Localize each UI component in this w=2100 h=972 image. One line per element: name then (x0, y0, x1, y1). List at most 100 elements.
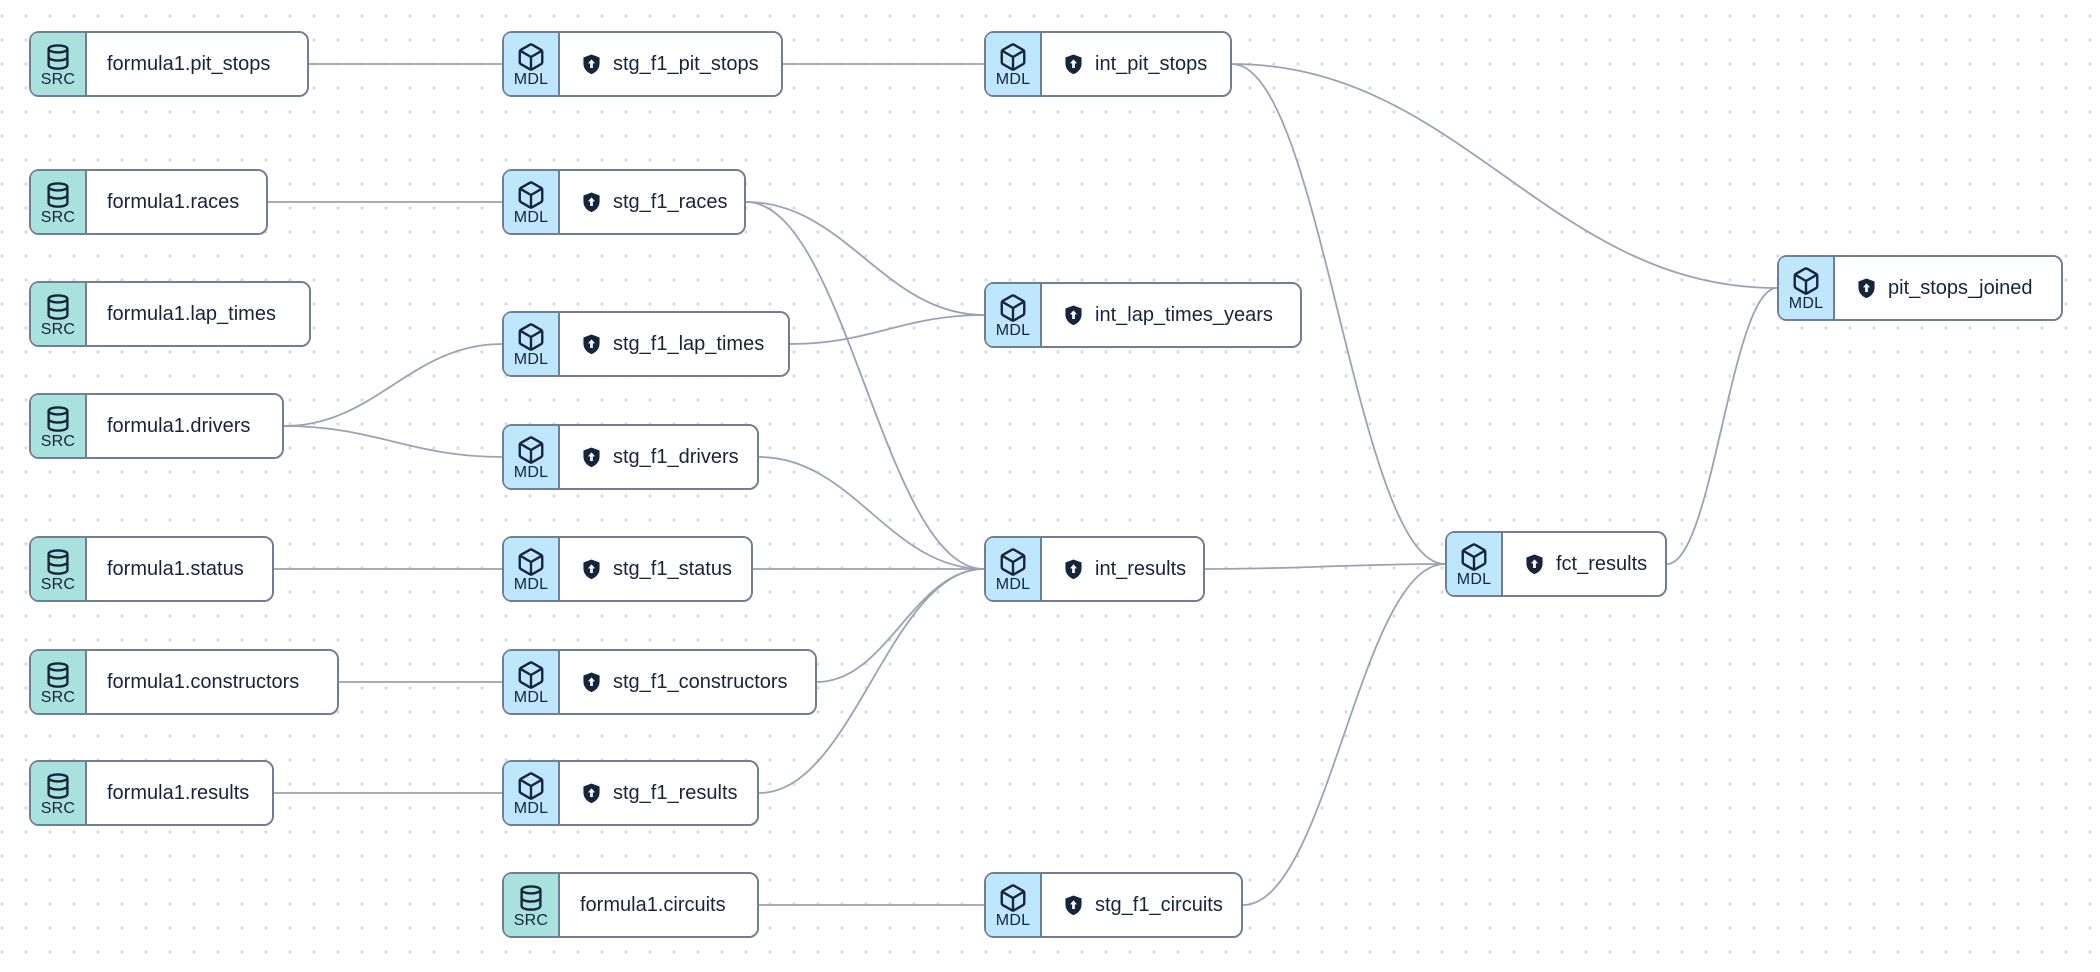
badge-label: MDL (513, 350, 549, 368)
node-label-area: formula1.pit_stops (87, 33, 307, 95)
badge-label: MDL (513, 70, 549, 88)
node-formula1.constructors[interactable]: SRC formula1.constructors (29, 649, 339, 715)
edge-stg_f1_races-to-int_lap_times_years (745, 201, 985, 316)
node-label-area: formula1.circuits (560, 874, 757, 936)
shield-icon (580, 333, 603, 356)
node-type-badge: MDL (504, 33, 560, 95)
node-label: int_results (1095, 557, 1187, 580)
node-formula1.pit_stops[interactable]: SRC formula1.pit_stops (29, 31, 309, 97)
node-label: formula1.constructors (107, 670, 300, 693)
badge-label: MDL (995, 70, 1031, 88)
node-label-area: formula1.drivers (87, 395, 282, 457)
node-stg_f1_lap_times[interactable]: MDL stg_f1_lap_times (502, 311, 790, 377)
cube-icon (516, 435, 546, 465)
badge-label: MDL (995, 575, 1031, 593)
node-pit_stops_joined[interactable]: MDL pit_stops_joined (1777, 255, 2063, 321)
node-formula1.results[interactable]: SRC formula1.results (29, 760, 274, 826)
node-type-badge: MDL (504, 762, 560, 824)
cube-icon (998, 547, 1028, 577)
shield-icon (1062, 53, 1085, 76)
node-label-area: formula1.results (87, 762, 272, 824)
node-type-badge: SRC (31, 283, 87, 345)
node-label: formula1.results (107, 781, 250, 804)
badge-label: SRC (40, 432, 76, 450)
badge-label: MDL (1788, 294, 1824, 312)
badge-label: SRC (40, 70, 76, 88)
node-label-area: stg_f1_drivers (560, 426, 757, 488)
node-int_pit_stops[interactable]: MDL int_pit_stops (984, 31, 1232, 97)
edge-formula1.drivers-to-stg_f1_drivers (283, 425, 503, 458)
node-type-badge: MDL (986, 33, 1042, 95)
cube-icon (1459, 542, 1489, 572)
cube-icon (516, 547, 546, 577)
node-type-badge: MDL (986, 284, 1042, 346)
node-type-badge: SRC (31, 171, 87, 233)
badge-label: MDL (1456, 570, 1492, 588)
badge-label: SRC (40, 208, 76, 226)
database-icon (43, 292, 73, 322)
node-label-area: int_lap_times_years (1042, 284, 1300, 346)
node-formula1.drivers[interactable]: SRC formula1.drivers (29, 393, 284, 459)
shield-icon (1062, 558, 1085, 581)
node-label-area: stg_f1_lap_times (560, 313, 788, 375)
node-type-badge: MDL (504, 538, 560, 600)
database-icon (43, 660, 73, 690)
database-icon (43, 42, 73, 72)
node-type-badge: MDL (1779, 257, 1835, 319)
node-label: int_pit_stops (1095, 52, 1208, 75)
node-formula1.races[interactable]: SRC formula1.races (29, 169, 268, 235)
node-stg_f1_circuits[interactable]: MDL stg_f1_circuits (984, 872, 1243, 938)
node-stg_f1_constructors[interactable]: MDL stg_f1_constructors (502, 649, 817, 715)
node-label-area: stg_f1_status (560, 538, 751, 600)
node-label: formula1.status (107, 557, 244, 580)
node-label: fct_results (1556, 552, 1648, 575)
cube-icon (1791, 266, 1821, 296)
badge-label: SRC (40, 799, 76, 817)
database-icon (516, 883, 546, 913)
node-int_results[interactable]: MDL int_results (984, 536, 1205, 602)
badge-label: MDL (513, 575, 549, 593)
cube-icon (516, 660, 546, 690)
node-fct_results[interactable]: MDL fct_results (1445, 531, 1667, 597)
node-label: stg_f1_circuits (1095, 893, 1223, 916)
node-stg_f1_status[interactable]: MDL stg_f1_status (502, 536, 753, 602)
node-formula1.lap_times[interactable]: SRC formula1.lap_times (29, 281, 311, 347)
badge-label: SRC (40, 320, 76, 338)
node-label: stg_f1_status (613, 557, 732, 580)
shield-icon (1855, 277, 1878, 300)
node-type-badge: MDL (504, 313, 560, 375)
badge-label: SRC (40, 688, 76, 706)
database-icon (43, 771, 73, 801)
shield-icon (580, 191, 603, 214)
badge-label: MDL (513, 208, 549, 226)
node-label: formula1.drivers (107, 414, 251, 437)
shield-icon (580, 671, 603, 694)
node-type-badge: SRC (31, 33, 87, 95)
shield-icon (580, 446, 603, 469)
node-label-area: int_pit_stops (1042, 33, 1230, 95)
edge-stg_f1_races-to-int_results (745, 201, 985, 570)
node-formula1.status[interactable]: SRC formula1.status (29, 536, 274, 602)
badge-label: MDL (513, 688, 549, 706)
node-label-area: formula1.constructors (87, 651, 337, 713)
cube-icon (516, 180, 546, 210)
node-type-badge: MDL (504, 426, 560, 488)
cube-icon (998, 42, 1028, 72)
cube-icon (998, 883, 1028, 913)
badge-label: MDL (995, 911, 1031, 929)
node-label-area: formula1.races (87, 171, 266, 233)
node-label: pit_stops_joined (1888, 276, 2033, 299)
node-type-badge: SRC (31, 651, 87, 713)
database-icon (43, 180, 73, 210)
node-type-badge: SRC (31, 538, 87, 600)
node-label: stg_f1_constructors (613, 670, 788, 693)
node-label-area: formula1.lap_times (87, 283, 309, 345)
